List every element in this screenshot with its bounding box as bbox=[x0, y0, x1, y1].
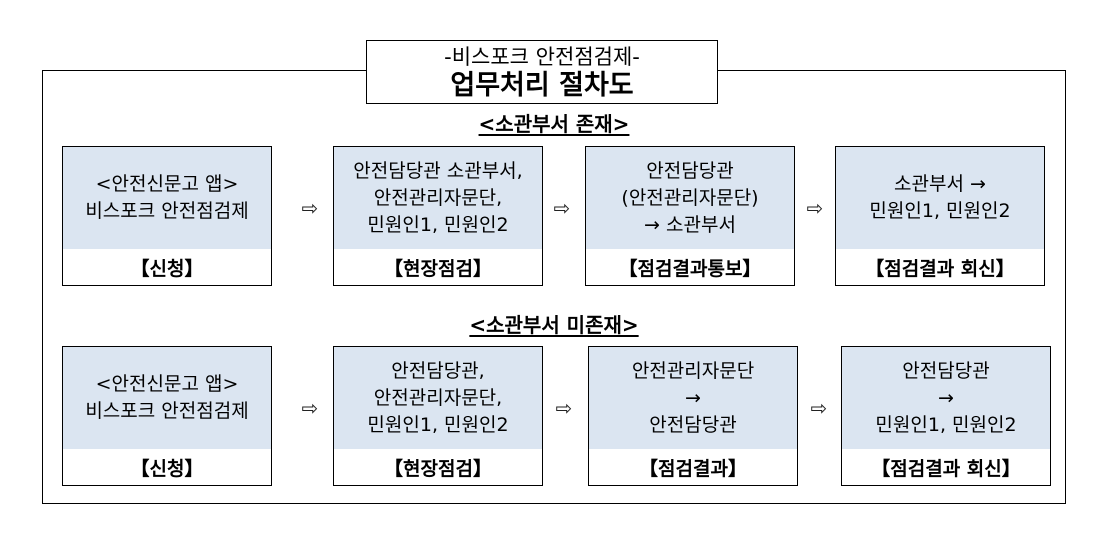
diagram-title: 업무처리 절차도 bbox=[450, 70, 634, 101]
step-line: <안전신문고 앱> bbox=[95, 373, 239, 395]
step-application: <안전신문고 앱> 비스포크 안전점검제 【신청】 bbox=[62, 346, 272, 486]
step-line: <안전신문고 앱> bbox=[95, 173, 239, 195]
right-arrow-icon: ⇨ bbox=[553, 196, 571, 220]
step-line: 안전담당관 소관부서, bbox=[353, 159, 523, 182]
step-line: 안전관리자문단, bbox=[373, 386, 503, 409]
step-body: 안전담당관 → 민원인1, 민원인2 bbox=[842, 347, 1050, 450]
step-line: 민원인1, 민원인2 bbox=[875, 413, 1017, 436]
step-result-reply: 소관부서 → 민원인1, 민원인2 【점검결과 회신】 bbox=[835, 146, 1045, 286]
step-line: 소관부서 → bbox=[894, 173, 986, 195]
step-application: <안전신문고 앱> 비스포크 안전점검제 【신청】 bbox=[62, 146, 272, 286]
section-heading-dept-absent: <소관부서 미존재> bbox=[0, 313, 1108, 337]
step-line: → 소관부서 bbox=[644, 213, 736, 236]
step-line: 안전관리자문단, bbox=[373, 186, 503, 209]
step-line: → bbox=[938, 386, 954, 409]
step-body: 안전관리자문단 → 안전담당관 bbox=[589, 347, 797, 450]
flow-row-dept-exists: <안전신문고 앱> 비스포크 안전점검제 【신청】 ⇨ 안전담당관 소관부서, … bbox=[0, 146, 1108, 286]
flow-row-dept-absent: <안전신문고 앱> 비스포크 안전점검제 【신청】 ⇨ 안전담당관, 안전관리자… bbox=[0, 346, 1108, 486]
step-label: 【신청】 bbox=[63, 249, 271, 285]
step-line: 안전담당관, bbox=[391, 359, 485, 382]
step-line: 민원인1, 민원인2 bbox=[869, 200, 1011, 222]
step-line: 비스포크 안전점검제 bbox=[85, 400, 249, 422]
step-label: 【점검결과 회신】 bbox=[842, 449, 1050, 485]
step-line: 안전담당관 bbox=[902, 359, 990, 382]
step-site-inspection: 안전담당관, 안전관리자문단, 민원인1, 민원인2 【현장점검】 bbox=[333, 346, 543, 486]
title-box: -비스포크 안전점검제- 업무처리 절차도 bbox=[366, 40, 718, 104]
right-arrow-icon: ⇨ bbox=[555, 396, 573, 420]
step-line: 안전담당관 bbox=[649, 413, 737, 436]
step-line: 비스포크 안전점검제 bbox=[85, 200, 249, 222]
section-heading-dept-exists: <소관부서 존재> bbox=[0, 112, 1108, 136]
step-label: 【현장점검】 bbox=[334, 449, 542, 485]
step-site-inspection: 안전담당관 소관부서, 안전관리자문단, 민원인1, 민원인2 【현장점검】 bbox=[333, 146, 543, 286]
section-heading-text: <소관부서 미존재> bbox=[469, 313, 639, 337]
section-heading-text: <소관부서 존재> bbox=[478, 112, 630, 136]
step-line: 안전관리자문단 bbox=[631, 359, 755, 382]
right-arrow-icon: ⇨ bbox=[810, 396, 828, 420]
step-label: 【점검결과통보】 bbox=[586, 249, 794, 285]
step-label: 【신청】 bbox=[63, 449, 271, 485]
step-label: 【점검결과 회신】 bbox=[836, 249, 1044, 285]
diagram-subtitle: -비스포크 안전점검제- bbox=[444, 45, 640, 69]
right-arrow-icon: ⇨ bbox=[806, 196, 824, 220]
step-body: 소관부서 → 민원인1, 민원인2 bbox=[836, 147, 1044, 250]
step-body: 안전담당관 (안전관리자문단) → 소관부서 bbox=[586, 147, 794, 250]
step-line: (안전관리자문단) bbox=[621, 186, 759, 209]
step-label: 【점검결과】 bbox=[589, 449, 797, 485]
step-result-notice: 안전담당관 (안전관리자문단) → 소관부서 【점검결과통보】 bbox=[585, 146, 795, 286]
right-arrow-icon: ⇨ bbox=[301, 196, 319, 220]
step-body: <안전신문고 앱> 비스포크 안전점검제 bbox=[63, 347, 271, 450]
step-body: 안전담당관 소관부서, 안전관리자문단, 민원인1, 민원인2 bbox=[334, 147, 542, 250]
step-label: 【현장점검】 bbox=[334, 249, 542, 285]
step-line: 민원인1, 민원인2 bbox=[367, 413, 509, 436]
step-body: <안전신문고 앱> 비스포크 안전점검제 bbox=[63, 147, 271, 250]
step-inspection-result: 안전관리자문단 → 안전담당관 【점검결과】 bbox=[588, 346, 798, 486]
right-arrow-icon: ⇨ bbox=[301, 396, 319, 420]
step-body: 안전담당관, 안전관리자문단, 민원인1, 민원인2 bbox=[334, 347, 542, 450]
step-line: 민원인1, 민원인2 bbox=[367, 213, 509, 236]
step-line: 안전담당관 bbox=[646, 159, 734, 182]
step-result-reply: 안전담당관 → 민원인1, 민원인2 【점검결과 회신】 bbox=[841, 346, 1051, 486]
step-line: → bbox=[685, 386, 701, 409]
